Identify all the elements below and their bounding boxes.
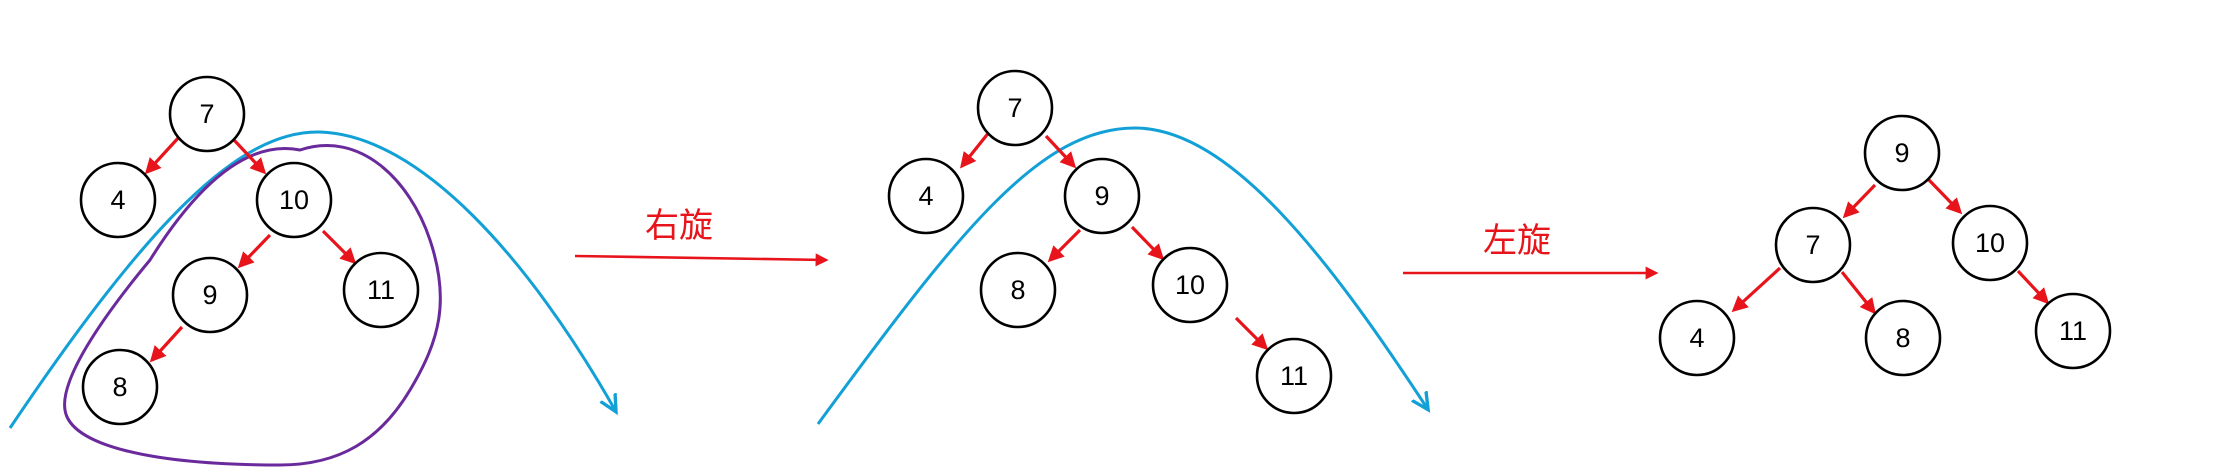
- stage-1-rotation-curve: [8, 130, 615, 429]
- node-label: 10: [1175, 270, 1205, 300]
- node-label: 9: [1894, 138, 1909, 168]
- edge: [1234, 316, 1269, 351]
- operation-left-rotate: 左旋: [1403, 221, 1659, 280]
- stage-1-subtree-outline: [63, 144, 442, 467]
- node-label: 4: [918, 181, 933, 211]
- edge: [1840, 271, 1876, 315]
- operation-label: 右旋: [645, 206, 713, 246]
- tree-node: 9: [1063, 157, 1141, 235]
- edge: [1927, 178, 1963, 215]
- node-label: 11: [2059, 316, 2087, 346]
- node-label: 7: [199, 99, 214, 129]
- tree-node: 9: [1863, 114, 1941, 192]
- node-label: 11: [367, 275, 395, 305]
- tree-node: 8: [1864, 299, 1942, 377]
- operation-label: 左旋: [1483, 221, 1551, 261]
- edge: [1044, 134, 1077, 169]
- node-label: 9: [1094, 181, 1109, 211]
- node-label: 8: [1010, 275, 1025, 305]
- tree-node: 7: [976, 69, 1054, 147]
- stage-2-tree: 7 4 9 8 10 11: [816, 69, 1427, 425]
- node-label: 9: [202, 280, 217, 310]
- tree-node: 4: [887, 157, 965, 235]
- tree-node: 8: [81, 348, 159, 426]
- tree-node: 8: [979, 251, 1057, 329]
- node-label: 8: [112, 372, 127, 402]
- operation-right-rotate: 右旋: [574, 206, 829, 267]
- node-label: 11: [1280, 361, 1308, 391]
- tree-node: 9: [171, 256, 249, 334]
- node-label: 10: [1975, 228, 2005, 258]
- edge: [237, 233, 272, 269]
- edge: [232, 138, 267, 175]
- edge: [149, 325, 184, 363]
- edge: [321, 229, 357, 265]
- tree-node: 10: [1951, 204, 2029, 282]
- tree-node: 11: [1255, 337, 1333, 415]
- tree-node: 4: [1658, 299, 1736, 377]
- node-label: 7: [1805, 230, 1820, 260]
- node-label: 7: [1007, 93, 1022, 123]
- operation-arrow: [574, 253, 829, 267]
- edge: [1130, 225, 1165, 261]
- node-label: 4: [1689, 323, 1704, 353]
- tree-node: 10: [255, 161, 333, 239]
- edge: [960, 130, 992, 169]
- stage-2-rotation-curve: [816, 126, 1427, 425]
- tree-node: 10: [1151, 246, 1229, 324]
- edge: [1731, 266, 1782, 313]
- edge: [2016, 269, 2050, 305]
- tree-node: 7: [168, 75, 246, 153]
- edge: [144, 134, 182, 175]
- node-label: 10: [279, 185, 309, 215]
- edge: [1047, 228, 1082, 263]
- tree-node: 11: [2034, 292, 2112, 370]
- tree-node: 4: [79, 161, 157, 239]
- tree-node: 7: [1774, 206, 1852, 284]
- node-label: 8: [1895, 323, 1910, 353]
- edge: [1842, 183, 1877, 219]
- stage-3-tree: 9 7 10 4 8 11: [1658, 114, 2112, 377]
- tree-node: 11: [342, 251, 420, 329]
- stage-1-tree: 7 4 10 9 11 8: [8, 75, 615, 467]
- node-label: 4: [110, 185, 125, 215]
